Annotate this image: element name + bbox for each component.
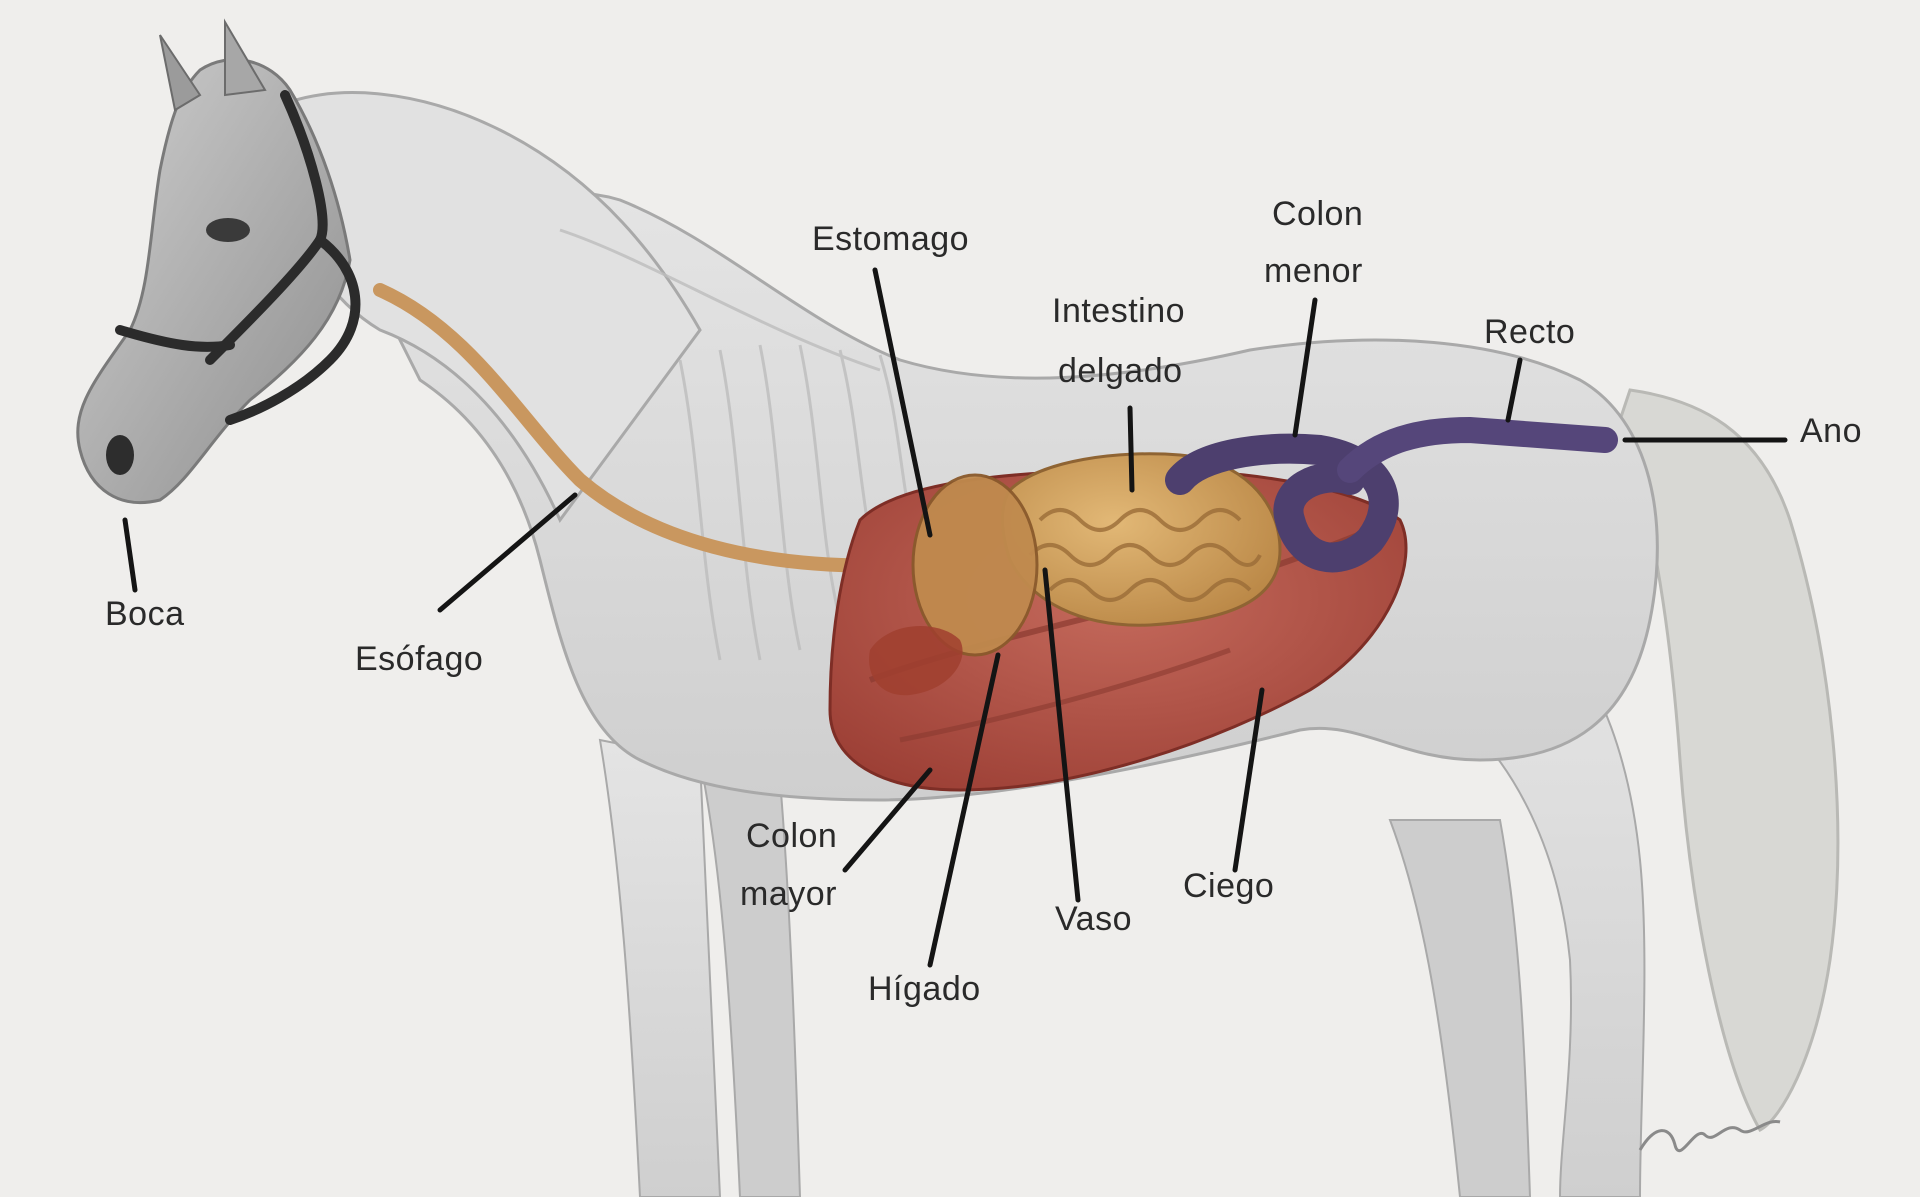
leader-estomago: [872, 267, 933, 538]
esophagus: [373, 283, 977, 573]
leader-lines: [122, 267, 1788, 968]
stomach: [911, 473, 1039, 657]
leader-ciego: [1232, 687, 1265, 873]
ear-left: [159, 34, 202, 112]
label-higado: Hígado: [868, 970, 981, 1008]
leader-intestino: [1127, 405, 1135, 493]
label-intestino-line2: delgado: [1058, 352, 1183, 390]
leader-higado: [927, 652, 1001, 968]
leader-colon-menor: [1292, 297, 1318, 438]
ear-right: [224, 18, 267, 97]
label-vaso: Vaso: [1055, 900, 1132, 938]
label-ano: Ano: [1800, 412, 1862, 450]
small-colon: [1165, 433, 1399, 573]
large-colon-fold: [899, 647, 1231, 743]
leader-colon-mayor: [842, 767, 933, 873]
label-colon-mayor-line1: Colon: [746, 817, 837, 855]
liver: [869, 626, 963, 696]
leader-esofago: [437, 492, 578, 613]
label-colon-menor-line1: Colon: [1272, 195, 1363, 233]
horse-neck: [268, 91, 702, 523]
horse-head: [76, 58, 352, 505]
nostril: [106, 435, 134, 475]
front-leg-near: [598, 738, 722, 1197]
halter: [115, 90, 361, 425]
small-intestine-coils: [1028, 508, 1262, 602]
leader-recto: [1505, 357, 1523, 423]
label-ciego: Ciego: [1183, 867, 1274, 905]
label-colon-mayor-line2: mayor: [740, 875, 837, 913]
label-recto: Recto: [1484, 313, 1575, 351]
digestive-organs: [373, 283, 1618, 792]
tail: [1618, 388, 1840, 1132]
label-esofago: Esófago: [355, 640, 483, 678]
small-intestine: [1001, 452, 1282, 627]
label-estomago: Estomago: [812, 220, 969, 258]
label-intestino-line1: Intestino: [1052, 292, 1185, 330]
label-boca: Boca: [105, 595, 185, 633]
leader-boca: [122, 517, 138, 593]
artist-signature: [1638, 1120, 1781, 1153]
front-leg-far: [698, 758, 802, 1197]
eye: [206, 218, 250, 242]
hind-leg-far: [1388, 819, 1532, 1197]
labels: Boca Esófago Estomago Intestino delgado …: [105, 195, 1862, 1008]
label-colon-menor-line2: menor: [1264, 252, 1363, 290]
leader-vaso: [1042, 567, 1081, 903]
rectum: [1337, 416, 1618, 483]
